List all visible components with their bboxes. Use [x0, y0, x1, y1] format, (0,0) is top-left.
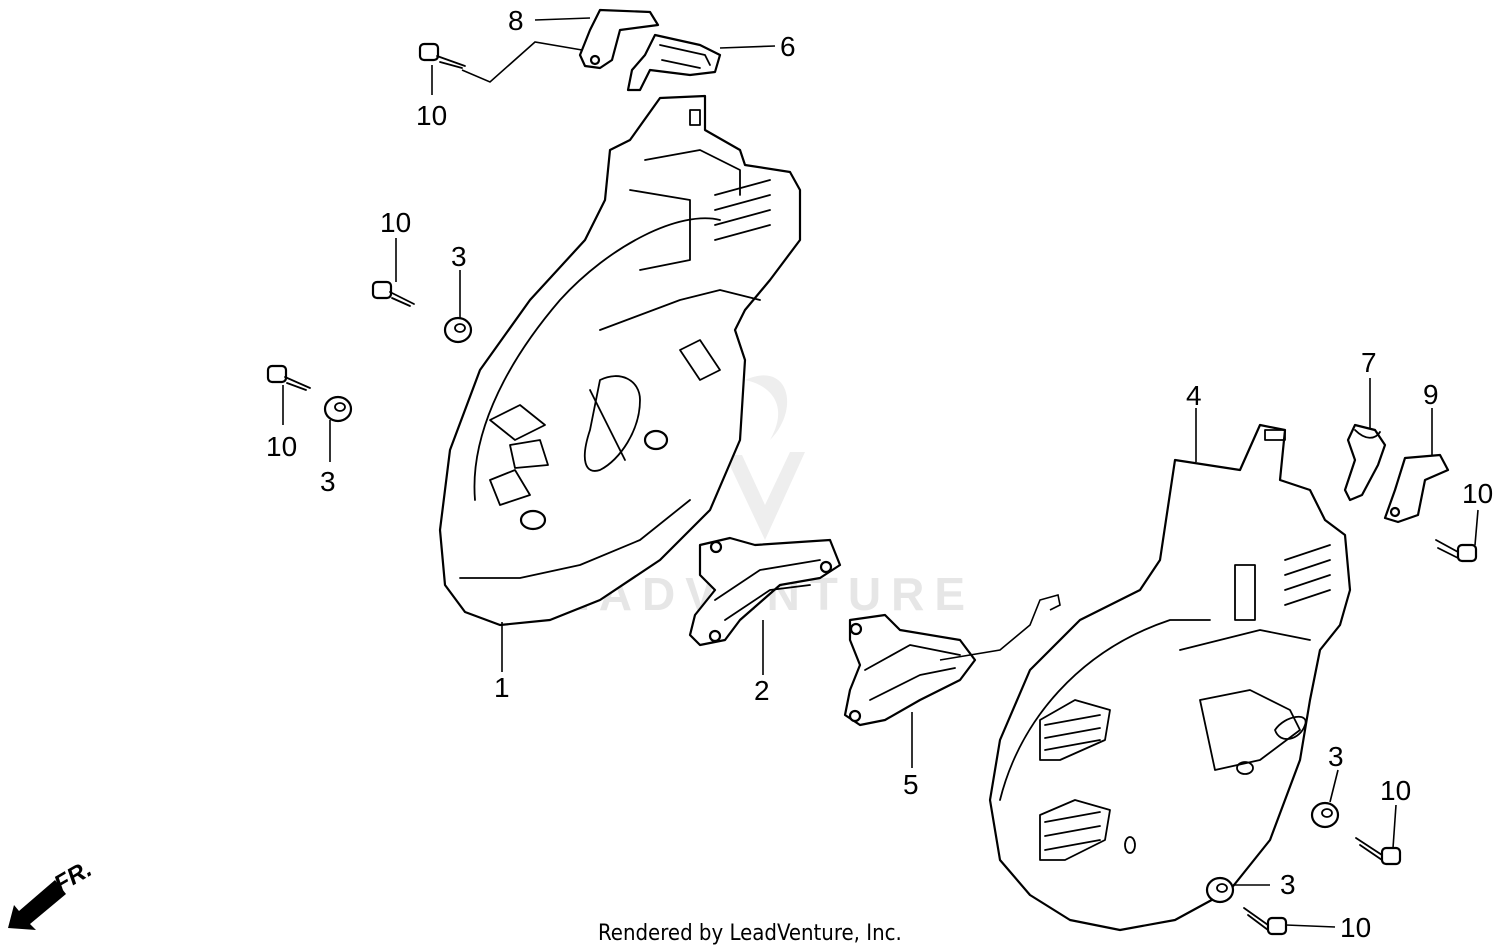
left-wheel-cover	[438, 94, 802, 627]
callout-10: 10	[380, 207, 411, 238]
bolt-left-low	[266, 364, 311, 391]
callout-10: 10	[1340, 912, 1371, 943]
callout-1: 1	[494, 672, 510, 703]
clamp-6	[626, 33, 722, 92]
clamp-9	[1383, 453, 1450, 524]
collar-left-mid	[443, 316, 473, 344]
callout-3: 3	[451, 241, 467, 272]
bolt-upper-left	[418, 42, 466, 69]
leader-lines	[282, 17, 1479, 928]
callout-10: 10	[416, 100, 447, 131]
right-wheel-cover	[988, 423, 1352, 932]
bolt-right-upper	[1435, 539, 1478, 563]
callout-4: 4	[1186, 380, 1202, 411]
callout-9: 9	[1423, 379, 1439, 410]
bolt-right-low	[1243, 907, 1288, 936]
bolt-left-mid	[371, 280, 415, 307]
arrow-icon	[8, 880, 66, 930]
callout-10: 10	[266, 431, 297, 462]
callout-10: 10	[1462, 478, 1493, 509]
clip-7	[1343, 423, 1387, 502]
left-bracket	[688, 536, 842, 647]
collar-right-low	[1205, 876, 1235, 904]
collar-right-mid	[1310, 801, 1340, 829]
front-direction-indicator: FR.	[8, 855, 96, 930]
bolt-right-mid	[1355, 837, 1402, 866]
right-bracket	[843, 593, 1061, 727]
footer-credit: Rendered by LeadVenture, Inc.	[598, 921, 902, 946]
callout-8: 8	[508, 5, 524, 36]
callout-7: 7	[1361, 347, 1377, 378]
callout-3: 3	[320, 466, 336, 497]
callout-3: 3	[1280, 869, 1296, 900]
callout-2: 2	[754, 675, 770, 706]
callouts: 8 6 10 10 3 10 3 1 2 5 4 7 9 10 3 10 3 1…	[266, 5, 1493, 943]
clip-8	[578, 8, 660, 70]
callout-5: 5	[903, 769, 919, 800]
callout-6: 6	[780, 31, 796, 62]
callout-3: 3	[1328, 741, 1344, 772]
callout-10: 10	[1380, 775, 1411, 806]
collar-left-low	[323, 395, 353, 423]
